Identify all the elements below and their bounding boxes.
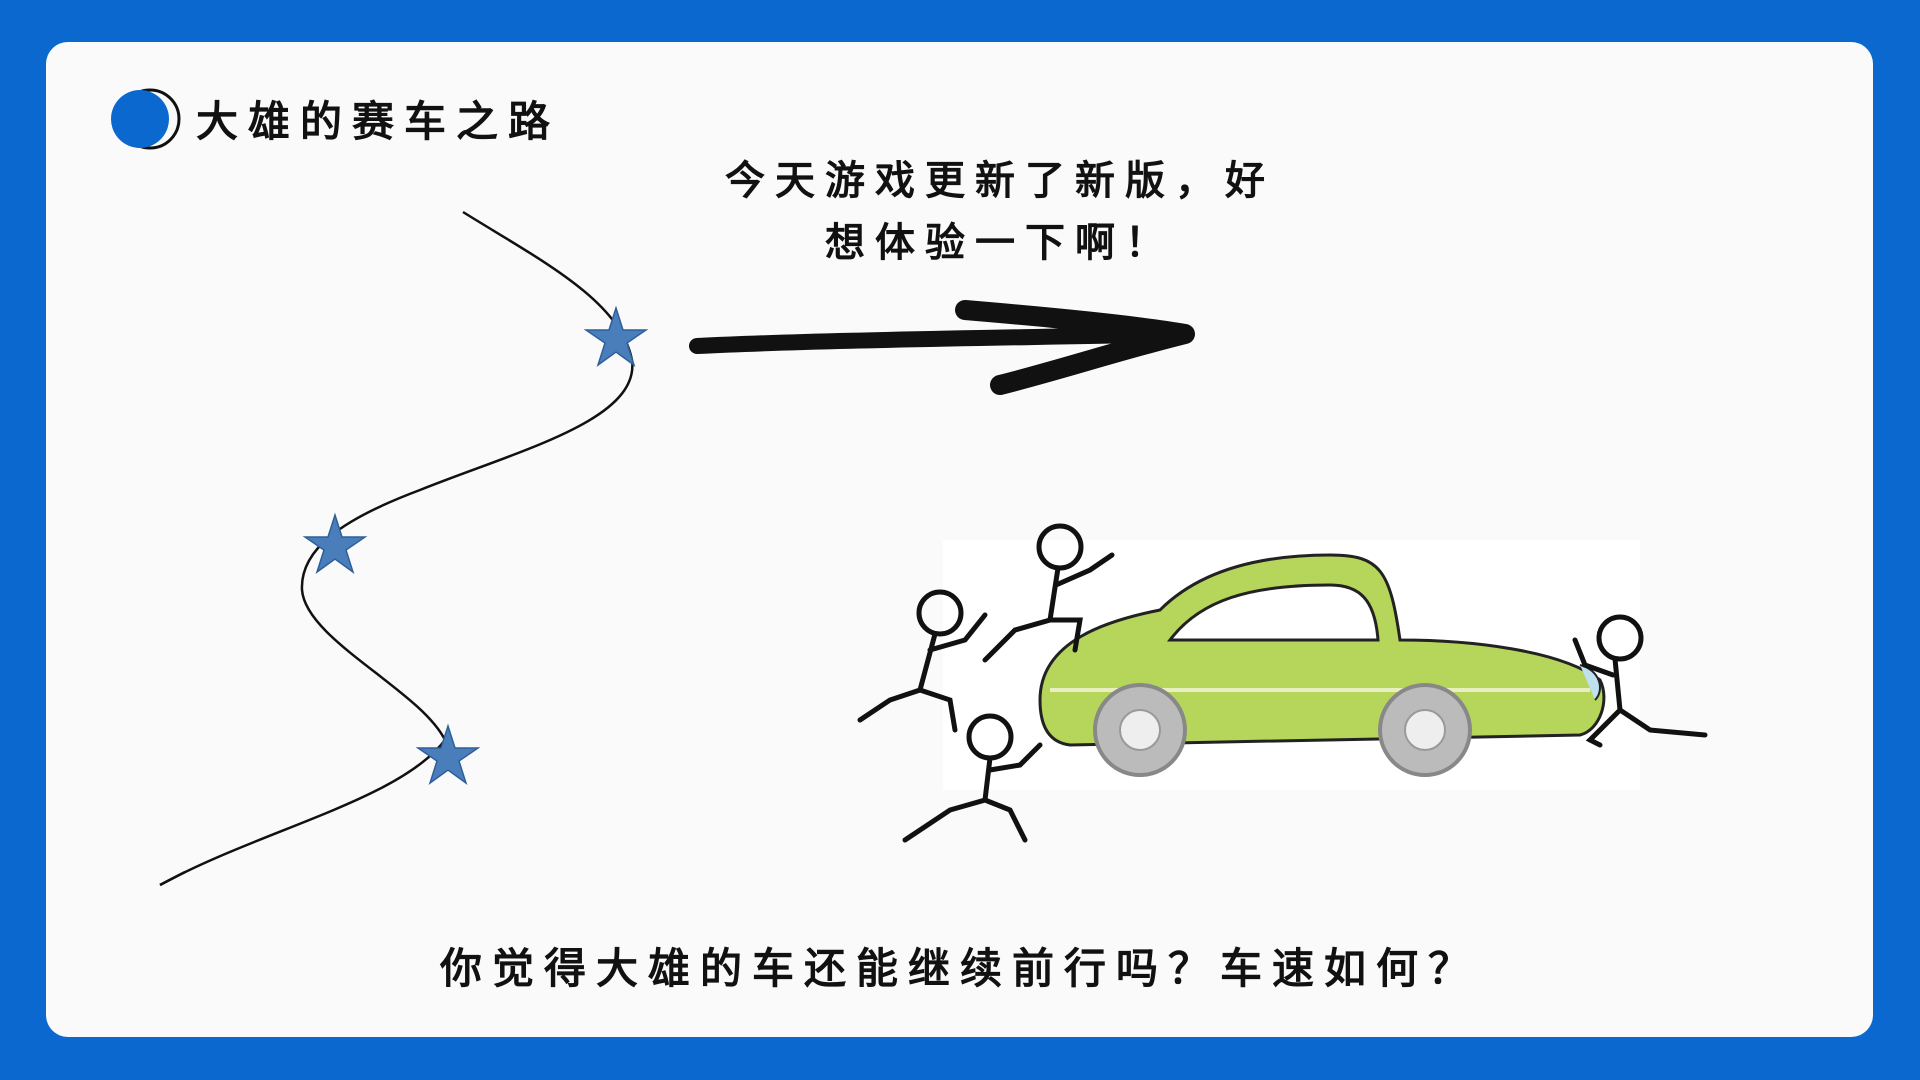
road-end-tick <box>159 870 186 887</box>
slide-title: 大雄的赛车之路 <box>196 97 561 146</box>
arrow-right-icon <box>689 300 1195 395</box>
car-illustration <box>943 540 1640 790</box>
stick-figure <box>1572 614 1708 748</box>
question-text: 你觉得大雄的车还能继续前行吗？车速如何？ <box>439 944 1480 993</box>
title-bullet-icon <box>111 88 181 150</box>
speech-line-1: 今天游戏更新了新版，好 <box>725 157 1275 204</box>
star-icon <box>415 723 481 785</box>
speech-line-2: 想体验一下啊！ <box>825 219 1175 266</box>
road-curve <box>159 210 634 887</box>
speech-text: 今天游戏更新了新版，好 想体验一下啊！ <box>690 150 1310 274</box>
star-icon <box>583 305 649 367</box>
star-icon <box>302 512 368 574</box>
stick-figure <box>857 589 988 733</box>
stick-figures <box>857 523 1708 843</box>
stick-figure <box>982 523 1115 663</box>
stick-figure <box>902 713 1043 843</box>
